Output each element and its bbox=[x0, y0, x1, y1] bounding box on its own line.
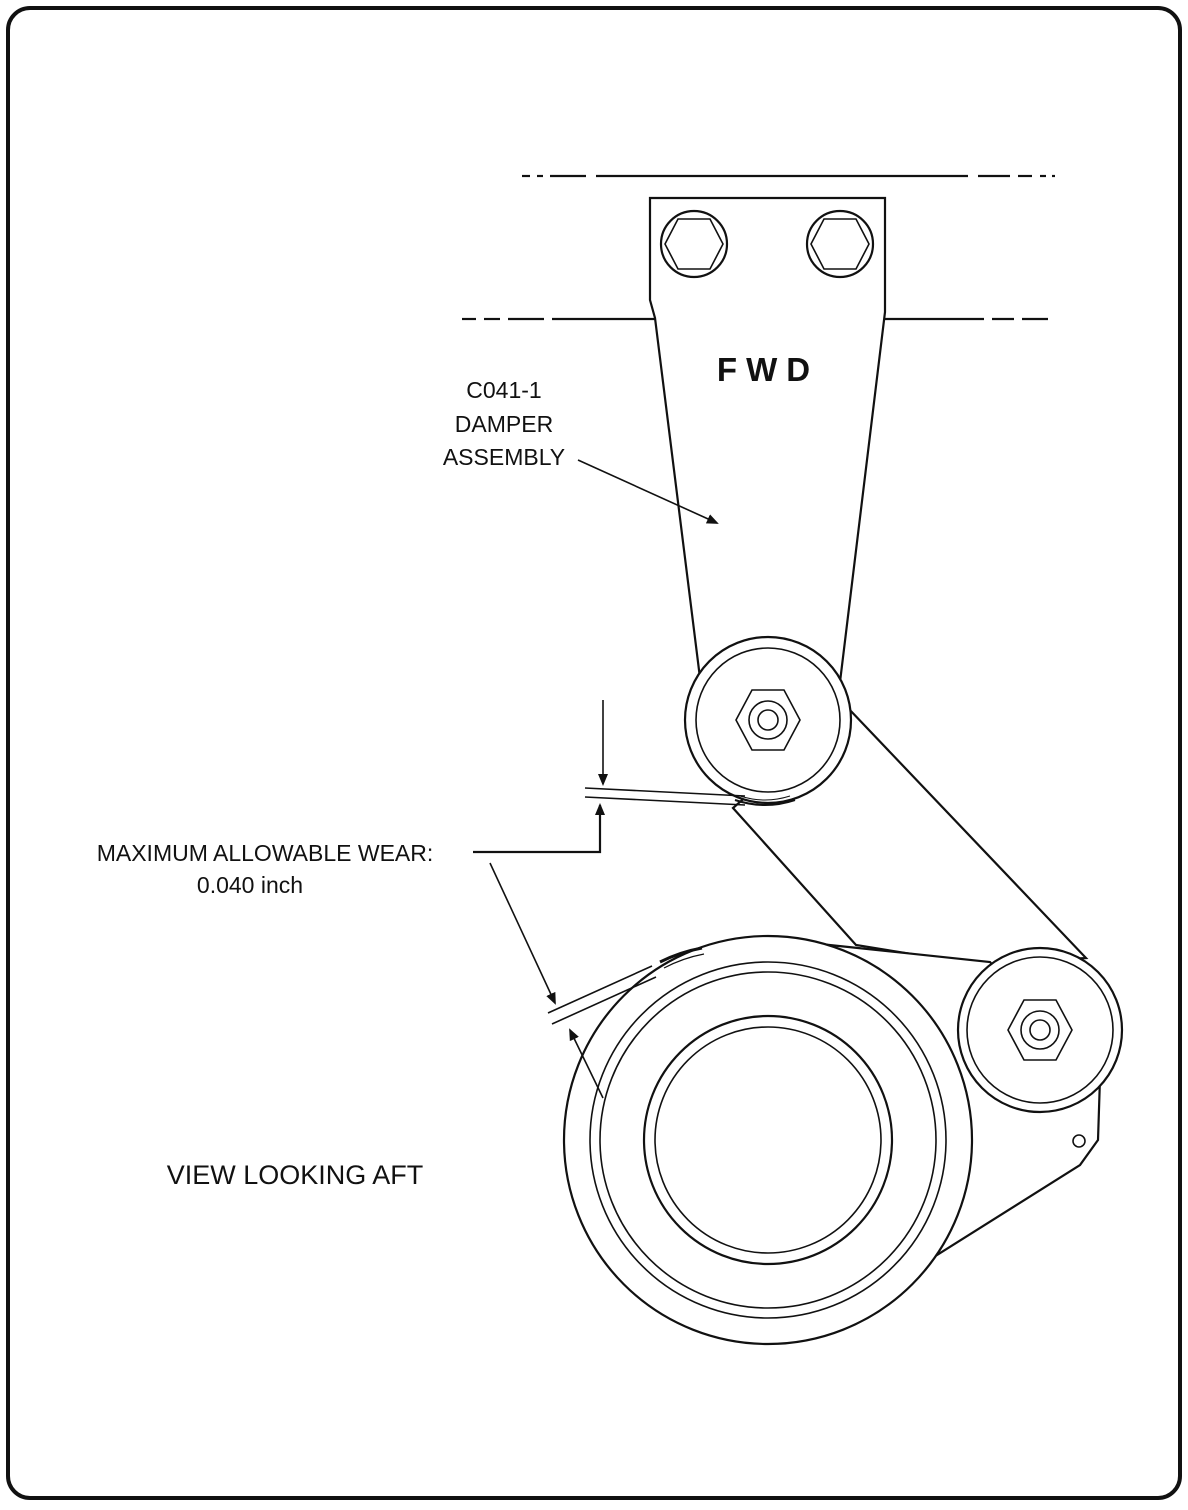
border-frame bbox=[6, 6, 1182, 1500]
damper-callout-arrow bbox=[577, 459, 719, 524]
part-name-line1-label: DAMPER bbox=[455, 411, 553, 437]
bracket-hole bbox=[1072, 1134, 1086, 1148]
wear-dimension-arrows bbox=[473, 700, 608, 1099]
part-name-line2-label: ASSEMBLY bbox=[443, 444, 565, 470]
part-number-label: C041-1 bbox=[466, 377, 541, 403]
lower-roller-nut bbox=[1007, 999, 1073, 1061]
upper-roller-nut bbox=[735, 689, 801, 751]
upper-roller bbox=[683, 635, 853, 806]
mounting-bolt-right bbox=[805, 209, 875, 279]
wear-gap-lower bbox=[547, 965, 657, 1025]
max-wear-value: 0.040 inch bbox=[197, 872, 303, 898]
lower-roller bbox=[956, 946, 1124, 1114]
wear-gap-upper bbox=[584, 787, 746, 806]
mounting-bolt-left bbox=[659, 209, 729, 279]
forward-direction-label: FWD bbox=[717, 351, 819, 388]
main-ring-assembly bbox=[562, 934, 974, 1346]
view-caption: VIEW LOOKING AFT bbox=[167, 1160, 424, 1190]
max-wear-label: MAXIMUM ALLOWABLE WEAR: bbox=[97, 840, 434, 866]
